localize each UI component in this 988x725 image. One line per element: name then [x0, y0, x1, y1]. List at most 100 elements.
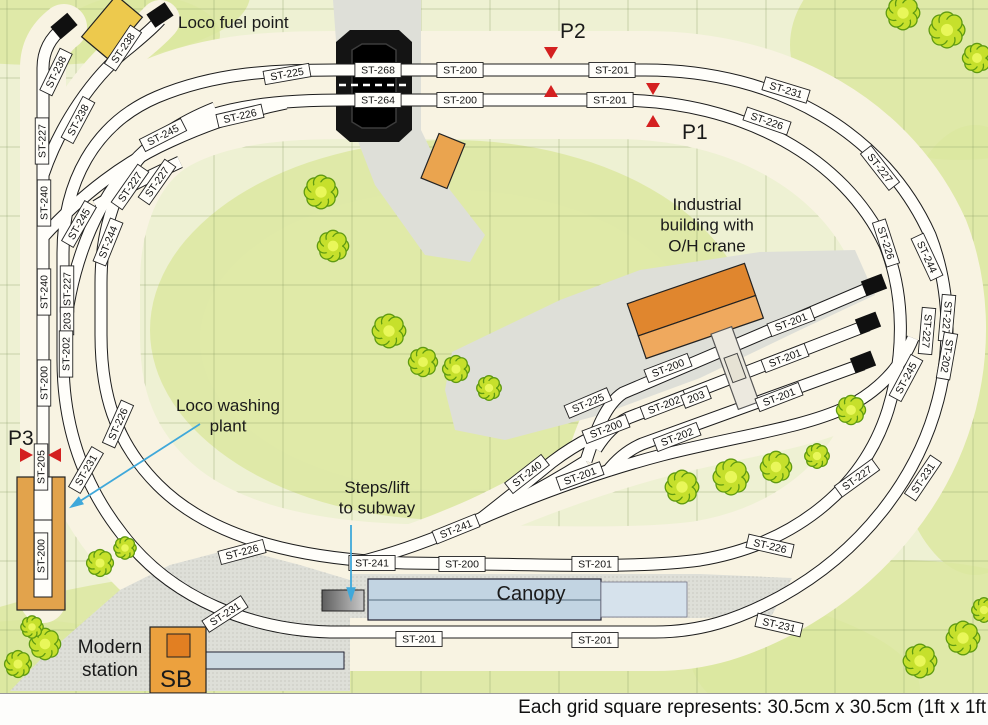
- track-label: ST-268: [354, 62, 402, 78]
- track-label: ST-200: [438, 556, 486, 572]
- track-label: ST-225: [262, 62, 312, 86]
- track-label-text: ST-241: [355, 558, 389, 570]
- track-label-text: ST-201: [578, 559, 612, 571]
- p1-label: P1: [682, 121, 708, 144]
- buffer-stop: [146, 2, 174, 28]
- industrial-building: [626, 262, 765, 360]
- track-label-box: [36, 359, 52, 407]
- arrow-marker-icon: [646, 115, 660, 127]
- track-label-box: [34, 117, 50, 165]
- track-label: ST-201: [586, 92, 634, 108]
- caption-band: [0, 693, 988, 725]
- track-label-box: [110, 163, 150, 211]
- loco-washing-plant-label-text: Loco washing: [176, 396, 280, 415]
- track-label-text: ST-201: [578, 635, 612, 647]
- industrial-lower: [637, 294, 765, 360]
- tree-icon: [3, 649, 33, 679]
- track-label: ST-227: [917, 306, 937, 356]
- tree-icon: [407, 346, 439, 378]
- track-label-text: ST-200: [445, 559, 479, 571]
- p3-label-text: P3: [8, 427, 34, 450]
- track-label-box: [871, 218, 901, 268]
- scale-caption: Each grid square represents: 30.5cm x 30…: [518, 697, 986, 718]
- industrial-building-label-text: Industrial: [673, 195, 742, 214]
- track-label: ST-200: [33, 532, 49, 580]
- track-label-box: [436, 92, 484, 108]
- track-label-box: [60, 200, 98, 248]
- track-label-box: [903, 454, 943, 502]
- track-label: ST-202: [935, 331, 959, 381]
- track-label-box: [92, 217, 124, 267]
- tree-highlight: [121, 544, 129, 552]
- track-label-box: [917, 306, 937, 356]
- buffer-stop: [849, 350, 877, 374]
- tree-icon: [20, 615, 44, 639]
- track-label-text: ST-264: [361, 95, 395, 107]
- tree-icon: [945, 620, 981, 656]
- tree-icon: [113, 536, 137, 560]
- track-label-box: [833, 458, 881, 498]
- industrial-building-label-text: O/H crane: [668, 236, 745, 255]
- track-label-box: [742, 106, 792, 136]
- track-label-box: [431, 513, 481, 545]
- track-label-box: [60, 95, 96, 145]
- tree-highlight: [846, 405, 856, 415]
- sb-label: SB: [160, 666, 192, 693]
- track-label-box: [766, 306, 816, 338]
- track-label-box: [217, 538, 267, 566]
- track-label-text: ST-202: [61, 337, 73, 371]
- track-label-box: [138, 117, 188, 153]
- track-label: 203: [680, 385, 712, 409]
- buffer-stop: [50, 12, 78, 40]
- track-label: ST-238: [60, 95, 96, 145]
- small-building: [420, 132, 466, 190]
- tree-highlight: [28, 623, 36, 631]
- subway-walkway: [195, 651, 345, 670]
- track-label-text: ST-240: [39, 275, 51, 309]
- arrow-marker-icon: [48, 448, 61, 462]
- tree-icon: [28, 627, 62, 661]
- tree-icon: [85, 548, 115, 578]
- track-label-text: ST-201: [402, 634, 436, 646]
- tree-highlight: [676, 481, 688, 493]
- track-label-text: ST-268: [361, 65, 395, 77]
- track: [580, 280, 877, 463]
- pointer-arrowhead-icon: [346, 587, 356, 602]
- tree-icon: [664, 469, 700, 505]
- track-label-text: ST-200: [443, 95, 477, 107]
- canopy-label: Canopy: [497, 583, 566, 605]
- p2-label: P2: [560, 20, 586, 43]
- track-label: ST-200: [36, 359, 52, 407]
- track-label: ST-201: [395, 631, 443, 647]
- tree-highlight: [979, 605, 988, 615]
- track-label-text: ST-200: [36, 539, 48, 573]
- p3-label: P3: [8, 427, 34, 450]
- track-label-box: [761, 76, 811, 104]
- track-label-box: [745, 533, 795, 559]
- track-label-text: ST-205: [36, 450, 48, 484]
- tree-icon: [835, 394, 867, 426]
- canopy-label-text: Canopy: [497, 583, 566, 605]
- track-label-box: [438, 556, 486, 572]
- tree-highlight: [39, 638, 51, 650]
- track-label-box: [563, 387, 613, 419]
- track-label-box: [395, 631, 443, 647]
- tree-highlight: [972, 53, 982, 63]
- track-label-text: ST-202: [938, 338, 956, 374]
- tree-icon: [902, 643, 938, 679]
- arrow-marker-icon: [544, 47, 558, 59]
- track-label-text: 203: [686, 389, 707, 407]
- track-label-box: [754, 612, 804, 638]
- track-label-text: ST-227: [62, 272, 74, 306]
- arrow-marker-icon: [646, 83, 660, 95]
- sb-label-text: SB: [160, 666, 192, 693]
- canopy-extension: [600, 581, 688, 618]
- steps-lift-box: [321, 589, 365, 612]
- track-label-box: [910, 232, 944, 282]
- track: [478, 432, 595, 523]
- tree-icon: [303, 174, 339, 210]
- tree-icon: [316, 229, 350, 263]
- track-label-text: ST-227: [919, 314, 934, 349]
